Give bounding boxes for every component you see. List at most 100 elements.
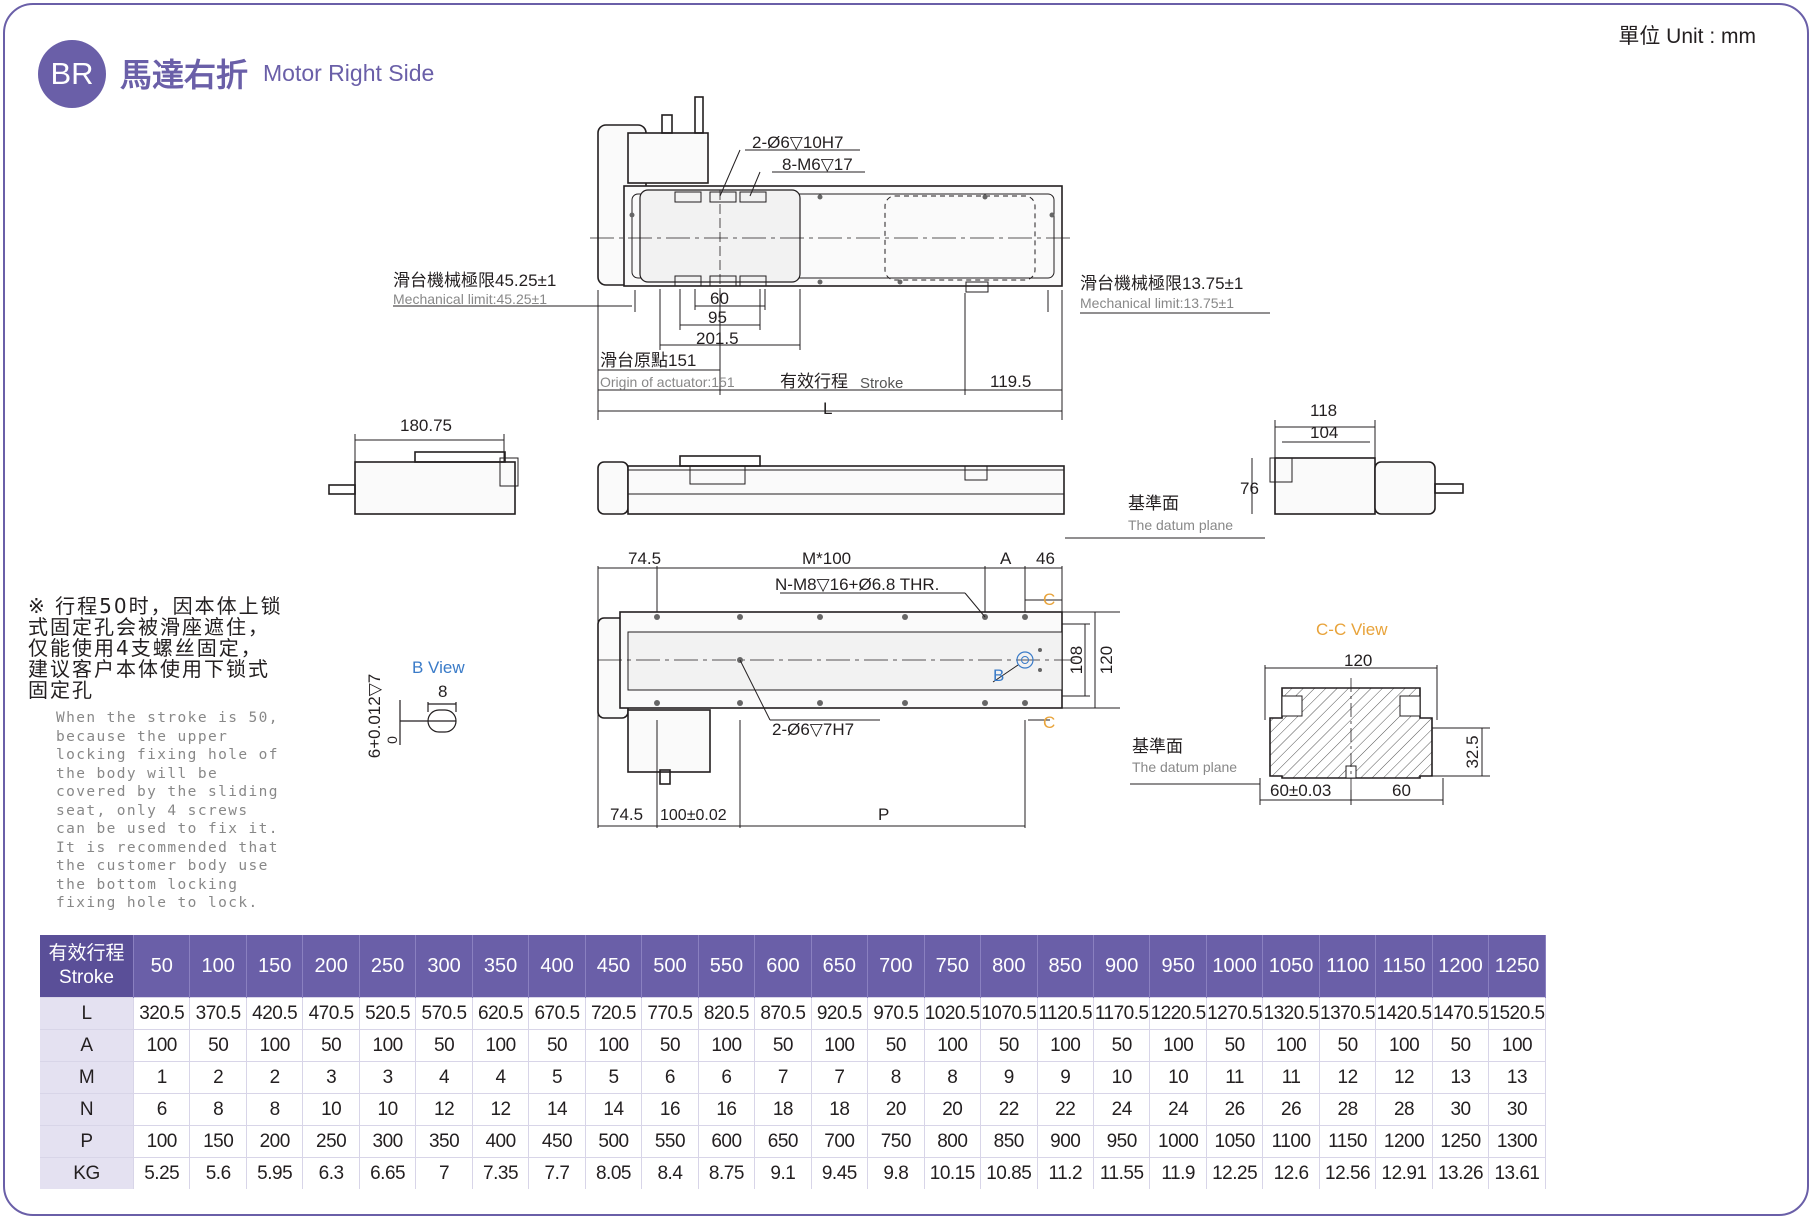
- dim-cc-120: 120: [1344, 651, 1372, 670]
- table-cell: 700: [811, 1125, 869, 1158]
- table-cell: 900: [1037, 1125, 1094, 1158]
- dim-60-tol: 60±0.03: [1270, 781, 1331, 800]
- table-cell: 1120.5: [1037, 997, 1094, 1030]
- stroke-col: 650: [811, 935, 869, 998]
- table-cell: 24: [1149, 1093, 1207, 1126]
- top-dimensions: [393, 149, 1270, 420]
- stroke-header-en: Stroke: [59, 967, 114, 988]
- table-cell: 200: [246, 1125, 304, 1158]
- row-label: M: [40, 1061, 134, 1094]
- table-cell: 18: [811, 1093, 869, 1126]
- stroke-cn: 有效行程: [780, 372, 848, 391]
- table-cell: 850: [980, 1125, 1038, 1158]
- table-cell: 570.5: [415, 997, 473, 1030]
- table-cell: 770.5: [641, 997, 699, 1030]
- table-cell: 10: [1093, 1061, 1151, 1094]
- table-cell: 100: [472, 1029, 530, 1062]
- table-cell: 50: [1093, 1029, 1151, 1062]
- dim-M100: M*100: [802, 549, 851, 568]
- stroke-col: 150: [246, 935, 304, 998]
- stroke-col: 850: [1037, 935, 1094, 998]
- table-cell: 7: [811, 1061, 869, 1094]
- table-cell: 1250: [1432, 1125, 1490, 1158]
- table-cell: 620.5: [472, 997, 530, 1030]
- origin-en: Origin of actuator:151: [600, 374, 735, 390]
- table-cell: 50: [1432, 1029, 1490, 1062]
- table-cell: 12.56: [1319, 1157, 1377, 1189]
- dim-A: A: [1000, 549, 1012, 568]
- table-cell: 670.5: [528, 997, 586, 1030]
- limit-left-cn: 滑台機械極限45.25±1: [393, 271, 556, 290]
- table-cell: 16: [641, 1093, 699, 1126]
- stroke-header: 有效行程 Stroke: [40, 935, 134, 998]
- stroke-col: 1050: [1262, 935, 1320, 998]
- cc-view-section: [1269, 678, 1433, 790]
- table-cell: 1020.5: [924, 997, 982, 1030]
- table-cell: 4: [415, 1061, 473, 1094]
- table-cell: 50: [754, 1029, 812, 1062]
- datum-en-1: The datum plane: [1128, 517, 1233, 533]
- table-cell: 1300: [1488, 1125, 1546, 1158]
- table-cell: 500: [585, 1125, 643, 1158]
- table-cell: 100: [924, 1029, 982, 1062]
- table-cell: 1370.5: [1319, 997, 1377, 1030]
- table-cell: 1: [133, 1061, 191, 1094]
- stroke-col: 400: [528, 935, 586, 998]
- dim-46: 46: [1036, 549, 1055, 568]
- dim-76: 76: [1240, 479, 1259, 498]
- title-cn: 馬達右折: [120, 56, 249, 94]
- stroke-col: 100: [189, 935, 247, 998]
- stroke-col: 50: [133, 935, 191, 998]
- table-cell: 1270.5: [1206, 997, 1264, 1030]
- table-cell: 9.8: [867, 1157, 925, 1189]
- table-cell: 9.45: [811, 1157, 869, 1189]
- table-cell: 13: [1488, 1061, 1546, 1094]
- stroke-col: 300: [415, 935, 473, 998]
- screw-bottom-label: N-M8▽16+Ø6.8 THR.: [775, 575, 939, 594]
- table-cell: 50: [415, 1029, 473, 1062]
- table-cell: 1070.5: [980, 997, 1038, 1030]
- table-cell: 150: [189, 1125, 247, 1158]
- table-cell: 7.7: [528, 1157, 586, 1189]
- table-cell: 22: [1037, 1093, 1094, 1126]
- stroke-col: 1200: [1432, 935, 1490, 998]
- table-cell: 20: [924, 1093, 982, 1126]
- table-cell: 5.25: [133, 1157, 191, 1189]
- table-cell: 50: [867, 1029, 925, 1062]
- note-en: When the stroke is 50, because the upper…: [56, 710, 279, 911]
- table-cell: 3: [359, 1061, 417, 1094]
- stroke-col: 950: [1149, 935, 1207, 998]
- dim-60: 60: [710, 289, 729, 308]
- unit-label: 單位 Unit : mm: [1618, 25, 1756, 48]
- table-cell: 28: [1319, 1093, 1377, 1126]
- table-cell: 100: [133, 1125, 191, 1158]
- dim-118: 118: [1310, 401, 1337, 420]
- stroke-col: 600: [754, 935, 812, 998]
- spec-header-row: 有效行程 Stroke 50 100 150 200 250 300 350 4…: [40, 935, 1546, 998]
- table-cell: 50: [1319, 1029, 1377, 1062]
- table-cell: 12: [472, 1093, 530, 1126]
- table-cell: 100: [1037, 1029, 1094, 1062]
- stroke-col: 750: [924, 935, 982, 998]
- datum-cn-2: 基準面: [1132, 737, 1183, 756]
- page-frame: [3, 3, 1809, 1216]
- table-cell: 11.2: [1037, 1157, 1094, 1189]
- table-cell: 970.5: [867, 997, 925, 1030]
- cc-view-label: C-C View: [1316, 620, 1388, 639]
- table-cell: 10: [302, 1093, 360, 1126]
- table-cell: 13.26: [1432, 1157, 1490, 1189]
- table-cell: 11.9: [1149, 1157, 1207, 1189]
- top-view: [590, 96, 1075, 293]
- table-cell: 1520.5: [1488, 997, 1546, 1030]
- table-cell: 4: [472, 1061, 530, 1094]
- table-cell: 100: [359, 1029, 417, 1062]
- table-cell: 6: [698, 1061, 756, 1094]
- stroke-col: 1250: [1488, 935, 1546, 998]
- table-cell: 9: [1037, 1061, 1094, 1094]
